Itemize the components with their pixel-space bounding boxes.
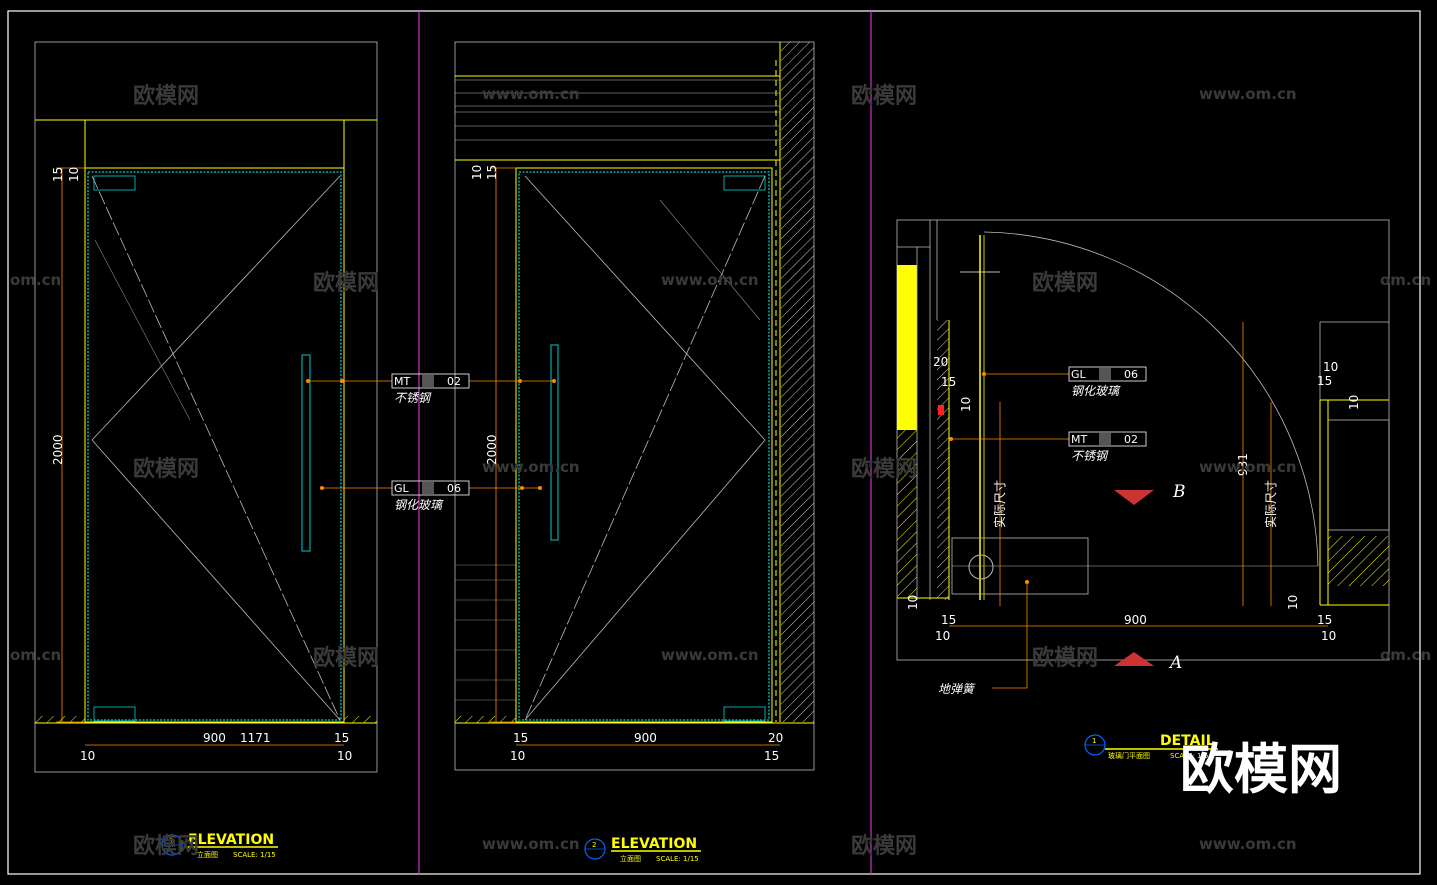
elev1-dim-1171: 1171 (240, 731, 271, 745)
detail-title-cn: 玻璃门平面图 (1108, 751, 1150, 760)
watermark-url: www.om.cn (661, 271, 759, 289)
elev1-dim-10l: 10 (80, 749, 95, 763)
elev1-dim-10: 10 (67, 167, 81, 182)
watermark-brand: 欧模网 (133, 456, 199, 482)
elevation-2: 10 15 2000 15 900 20 10 15 2 ELEVATION 立… (454, 41, 815, 863)
detail-actual-right: 实际尺寸 (1263, 480, 1278, 528)
detail-actual-left: 实际尺寸 (992, 480, 1007, 528)
tag-gl-desc: 钢化玻璃 (394, 498, 444, 512)
elev1-title: ELEVATION (188, 832, 274, 848)
elev1-dim-15: 15 (51, 167, 65, 182)
elev2-title-cn: 立面图 (620, 854, 641, 863)
detail-dim-15: 15 (941, 375, 956, 389)
elevation-1: 15 10 2000 900 1171 15 10 10 1 ELEVATION… (34, 41, 378, 859)
detail-dim-20: 20 (933, 355, 948, 369)
watermark-url: www.om.cn (1199, 458, 1297, 476)
watermark-url: www.om.cn (1199, 85, 1297, 103)
elev1-dim-15r: 15 (334, 731, 349, 745)
tag-gl-num: 06 (447, 482, 461, 495)
elev2-scale: SCALE: 1/15 (656, 855, 699, 863)
elev2-dim-15l: 15 (513, 731, 528, 745)
watermark-url: www.om.cn (482, 835, 580, 853)
watermarks: 欧模网 www.om.cn 欧模网 www.om.cn om.cn 欧模网 ww… (10, 83, 1431, 859)
elev1-dim-2000: 2000 (51, 434, 65, 465)
label-floor-spring: 地弹簧 (938, 682, 976, 696)
detail-dim-15l: 15 (941, 613, 956, 627)
detail-dim-900: 900 (1124, 613, 1147, 627)
detail-tag-gl-num: 06 (1124, 368, 1138, 381)
section-label-b: B (1172, 482, 1186, 502)
elev1-scale: SCALE: 1/15 (233, 851, 276, 859)
material-tags-center: MT 02 不锈钢 GL 06 钢化玻璃 (306, 373, 556, 512)
elev2-dim-15r: 15 (764, 749, 779, 763)
watermark-url: om.cn (10, 271, 61, 289)
elev2-dim-10l: 10 (510, 749, 525, 763)
watermark-url: www.om.cn (1199, 835, 1297, 853)
detail-dim-10l: 10 (935, 629, 950, 643)
watermark-brand: 欧模网 (851, 83, 917, 109)
watermark-url: www.om.cn (482, 458, 580, 476)
elev1-title-number: 1 (169, 837, 173, 845)
tag-mt-code: MT (394, 375, 410, 388)
detail-dim-10r: 10 (1321, 629, 1336, 643)
tag-mt-num: 02 (447, 375, 461, 388)
elev1-dim-900: 900 (203, 731, 226, 745)
watermark-url: om.cn (1380, 646, 1431, 664)
watermark-url: www.om.cn (661, 646, 759, 664)
detail-title: DETAIL (1160, 733, 1215, 749)
detail-dim-r15: 15 (1317, 374, 1332, 388)
watermark-url: www.om.cn (482, 85, 580, 103)
watermark-brand: 欧模网 (133, 83, 199, 109)
watermark-url: om.cn (1380, 271, 1431, 289)
elev2-dim-15: 15 (485, 165, 499, 180)
watermark-brand: 欧模网 (851, 833, 917, 859)
elev2-dim-900: 900 (634, 731, 657, 745)
detail-tag-mt-code: MT (1071, 433, 1087, 446)
detail-dim-bottom-r10: 10 (1286, 595, 1300, 610)
elev2-title: ELEVATION (611, 836, 697, 852)
elev2-title-number: 2 (592, 841, 596, 849)
watermark-brand: 欧模网 (313, 645, 379, 671)
detail-tag-mt-desc: 不锈钢 (1071, 449, 1109, 463)
elev2-dim-10: 10 (470, 165, 484, 180)
sheet-border (7, 10, 1421, 875)
watermark-brand: 欧模网 (313, 270, 379, 296)
detail-dim-r10b: 10 (1347, 395, 1361, 410)
detail-dim-bottom-l10: 10 (906, 595, 920, 610)
section-label-a: A (1168, 653, 1182, 673)
detail-scale: SCALE: 1/5 (1170, 752, 1208, 760)
detail-dim-931: 931 (1236, 453, 1250, 476)
elev1-dim-10r: 10 (337, 749, 352, 763)
section-marker-b (1114, 490, 1154, 505)
watermark-brand: 欧模网 (133, 833, 199, 859)
tag-mt-desc: 不锈钢 (394, 391, 432, 405)
detail-dim-15r: 15 (1317, 613, 1332, 627)
elev2-dim-2000: 2000 (485, 434, 499, 465)
detail-dim-10: 10 (959, 397, 973, 412)
detail-title-number: 1 (1092, 737, 1096, 745)
watermark-brand: 欧模网 (1032, 645, 1098, 671)
detail-tag-mt-num: 02 (1124, 433, 1138, 446)
tag-gl-code: GL (394, 482, 410, 495)
brand-logo-text: 欧模网 (1180, 738, 1342, 801)
section-marker-a (1114, 652, 1154, 666)
detail-dim-r10a: 10 (1323, 360, 1338, 374)
elev1-title-cn: 立面图 (197, 850, 218, 859)
watermark-url: om.cn (10, 646, 61, 664)
detail-tag-gl-desc: 钢化玻璃 (1071, 384, 1121, 398)
watermark-brand: 欧模网 (1032, 270, 1098, 296)
elev2-dim-20: 20 (768, 731, 783, 745)
detail-tag-gl-code: GL (1071, 368, 1087, 381)
watermark-brand: 欧模网 (851, 456, 917, 482)
detail-plan: 实际尺寸 实际尺寸 931 20 15 10 900 15 10 15 10 1… (896, 219, 1390, 760)
